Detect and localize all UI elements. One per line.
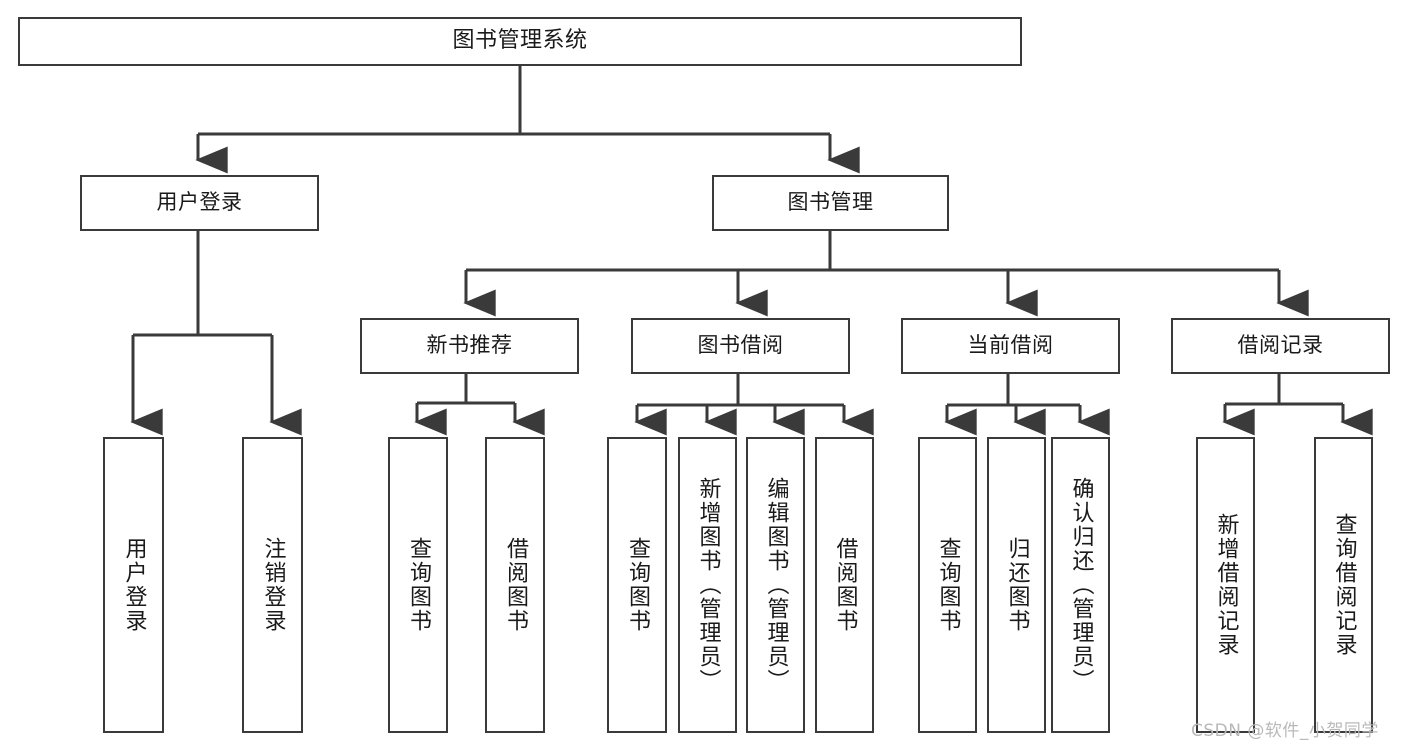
node-current-borrow[interactable]: 当前借阅 — [901, 318, 1120, 374]
node-leaf-edit-book-label: 编辑图书（管理员） — [763, 477, 789, 693]
node-leaf-user-login-label: 用户登录 — [121, 537, 147, 633]
node-borrow-record[interactable]: 借阅记录 — [1171, 318, 1390, 374]
node-leaf-borrow-book-1-label: 借阅图书 — [502, 537, 528, 633]
node-leaf-add-book[interactable]: 新增图书（管理员） — [678, 437, 737, 733]
node-leaf-query-book-3[interactable]: 查询图书 — [918, 437, 977, 733]
node-leaf-query-record-label: 查询借阅记录 — [1331, 513, 1357, 657]
node-leaf-borrow-book-2[interactable]: 借阅图书 — [815, 437, 874, 733]
node-leaf-add-record[interactable]: 新增借阅记录 — [1196, 437, 1255, 733]
node-leaf-query-book-3-label: 查询图书 — [935, 537, 961, 633]
node-leaf-query-record[interactable]: 查询借阅记录 — [1314, 437, 1373, 733]
node-leaf-return-book[interactable]: 归还图书 — [987, 437, 1046, 733]
node-leaf-confirm-return-label: 确认归还（管理员） — [1068, 477, 1094, 693]
node-leaf-user-login[interactable]: 用户登录 — [103, 437, 164, 733]
node-leaf-add-book-label: 新增图书（管理员） — [695, 477, 721, 693]
node-user-login[interactable]: 用户登录 — [80, 175, 319, 231]
node-leaf-query-book-2-label: 查询图书 — [624, 537, 650, 633]
node-root[interactable]: 图书管理系统 — [18, 17, 1022, 66]
node-leaf-query-book-2[interactable]: 查询图书 — [607, 437, 667, 733]
node-leaf-logout-login[interactable]: 注销登录 — [242, 437, 303, 733]
node-leaf-borrow-book-1[interactable]: 借阅图书 — [485, 437, 545, 733]
node-leaf-logout-login-label: 注销登录 — [260, 537, 286, 633]
node-user-login-label: 用户登录 — [156, 190, 243, 215]
watermark: CSDN @软件_小贺同学 — [1191, 721, 1379, 741]
node-leaf-borrow-book-2-label: 借阅图书 — [832, 537, 858, 633]
node-leaf-return-book-label: 归还图书 — [1004, 537, 1030, 633]
node-new-book-recommend-label: 新书推荐 — [426, 333, 513, 358]
node-book-manage[interactable]: 图书管理 — [712, 175, 949, 231]
node-book-manage-label: 图书管理 — [787, 190, 874, 215]
node-leaf-query-book-1[interactable]: 查询图书 — [388, 437, 448, 733]
node-book-borrow[interactable]: 图书借阅 — [631, 318, 850, 374]
node-leaf-edit-book[interactable]: 编辑图书（管理员） — [746, 437, 805, 733]
node-leaf-query-book-1-label: 查询图书 — [405, 537, 431, 633]
node-borrow-record-label: 借阅记录 — [1237, 333, 1324, 358]
node-root-label: 图书管理系统 — [452, 28, 588, 54]
node-book-borrow-label: 图书借阅 — [697, 333, 784, 358]
node-new-book-recommend[interactable]: 新书推荐 — [360, 318, 579, 374]
node-leaf-add-record-label: 新增借阅记录 — [1213, 513, 1239, 657]
node-leaf-confirm-return[interactable]: 确认归还（管理员） — [1051, 437, 1110, 733]
node-current-borrow-label: 当前借阅 — [967, 333, 1054, 358]
